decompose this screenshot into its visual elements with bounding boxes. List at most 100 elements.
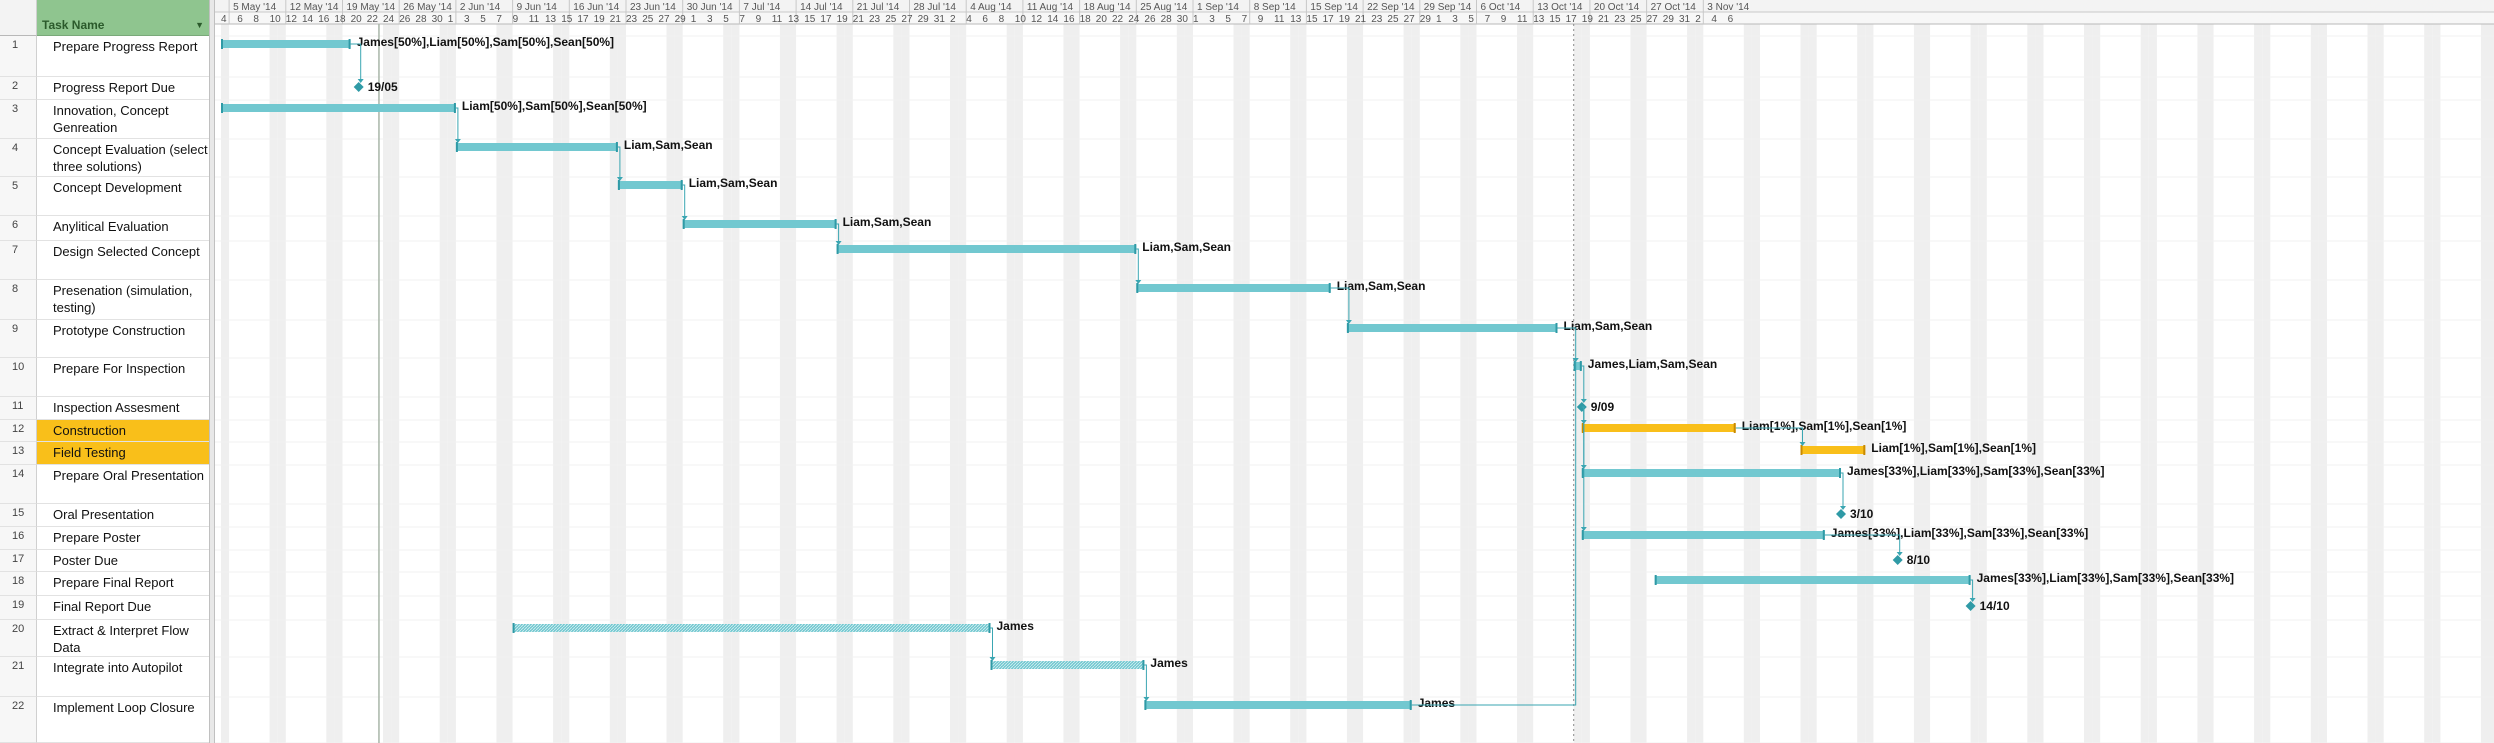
task-name-cell[interactable]: Progress Report Due: [37, 77, 209, 100]
bar-start-marker: [455, 142, 458, 152]
chevron-down-icon[interactable]: ▼: [195, 20, 204, 30]
weekend-shade: [1355, 24, 1364, 743]
task-name-cell[interactable]: Prepare For Inspection: [37, 358, 209, 397]
day-label: 22: [367, 14, 379, 25]
day-label: 15: [1549, 14, 1561, 25]
weekend-shade: [1346, 24, 1355, 743]
row-id: 10: [0, 358, 37, 397]
day-label: 1: [1436, 14, 1442, 25]
task-name-cell[interactable]: Poster Due: [37, 550, 209, 572]
resource-label: James[50%],Liam[50%],Sam[50%],Sean[50%]: [357, 35, 614, 49]
week-label: 3 Nov '14: [1707, 2, 1749, 13]
task-name-cell[interactable]: Concept Development: [37, 177, 209, 216]
task-name-cell[interactable]: Implement Loop Closure: [37, 697, 209, 743]
resource-label: Liam[1%],Sam[1%],Sean[1%]: [1742, 419, 1907, 433]
dependency-arrowhead: [454, 139, 461, 143]
task-name-cell[interactable]: Construction: [37, 420, 209, 442]
day-label: 18: [1080, 14, 1092, 25]
task-name-cell[interactable]: Design Selected Concept: [37, 241, 209, 280]
row-id: 18: [0, 572, 37, 596]
week-label: 19 May '14: [347, 2, 396, 13]
task-name-cell[interactable]: Field Testing: [37, 442, 209, 465]
task-bar: [512, 624, 991, 632]
task-name-cell[interactable]: Oral Presentation: [37, 504, 209, 527]
weekend-shade: [2432, 24, 2441, 743]
task-name-cell[interactable]: Prepare Final Report: [37, 572, 209, 596]
resource-label: James[33%],Liam[33%],Sam[33%],Sean[33%]: [1977, 571, 2234, 585]
weekend-shade: [504, 24, 513, 743]
split-bar[interactable]: [209, 0, 215, 743]
milestone-diamond: [353, 82, 364, 92]
day-label: 20: [1096, 14, 1108, 25]
week-label: 8 Sep '14: [1254, 2, 1296, 13]
day-label: 17: [1323, 14, 1335, 25]
day-label: 31: [1679, 14, 1691, 25]
task-name-cell[interactable]: Innovation, Concept Genreation: [37, 100, 209, 139]
dependency-link: [1970, 579, 1974, 601]
weekend-shade: [1687, 24, 1696, 743]
task-name-cell[interactable]: Prepare Progress Report: [37, 36, 209, 77]
day-label: 9: [1258, 14, 1264, 25]
weekend-shade: [1241, 24, 1250, 743]
dependency-arrowhead: [835, 241, 842, 245]
weekend-shade: [1176, 24, 1185, 743]
select-all-cell[interactable]: [0, 0, 37, 36]
dependency-link: [990, 627, 993, 660]
day-label: 15: [1306, 14, 1318, 25]
task-name-cell[interactable]: Integrate into Autopilot: [37, 657, 209, 697]
task-name-cell[interactable]: Prepare Poster: [37, 527, 209, 550]
bar-start-marker: [512, 623, 515, 633]
day-label: 28: [1161, 14, 1173, 25]
task-name-cell[interactable]: Presenation (simulation, testing): [37, 280, 209, 320]
task-name-cell[interactable]: Anylitical Evaluation: [37, 216, 209, 241]
row-id: 2: [0, 77, 37, 100]
weekend-shade: [2480, 24, 2489, 743]
weekend-shade: [1460, 24, 1469, 743]
weekend-shade: [1638, 24, 1647, 743]
row-id: 5: [0, 177, 37, 216]
task-name-cell[interactable]: Inspection Assesment: [37, 397, 209, 420]
day-label: 5: [1225, 14, 1231, 25]
task-name-cell[interactable]: Prototype Construction: [37, 320, 209, 358]
weekend-shade: [1970, 24, 1979, 743]
day-label: 21: [853, 14, 865, 25]
row-id: 19: [0, 596, 37, 620]
day-label: 16: [1063, 14, 1075, 25]
dependency-link: [455, 107, 459, 142]
task-name-column-header[interactable]: Task Name ▼: [37, 0, 209, 36]
task-name-cell[interactable]: Concept Evaluation (select three solutio…: [37, 139, 209, 177]
task-bar: [1136, 284, 1331, 292]
task-name-header-label: Task Name: [42, 18, 105, 32]
weekend-shade: [326, 24, 335, 743]
task-name-cell[interactable]: Final Report Due: [37, 596, 209, 620]
task-name-cell[interactable]: Extract & Interpret Flow Data: [37, 620, 209, 657]
task-bar: [682, 220, 837, 228]
weekend-shade: [2310, 24, 2319, 743]
row-id: 14: [0, 465, 37, 504]
bar-start-marker: [1573, 361, 1576, 371]
task-name-cell[interactable]: Prepare Oral Presentation: [37, 465, 209, 504]
